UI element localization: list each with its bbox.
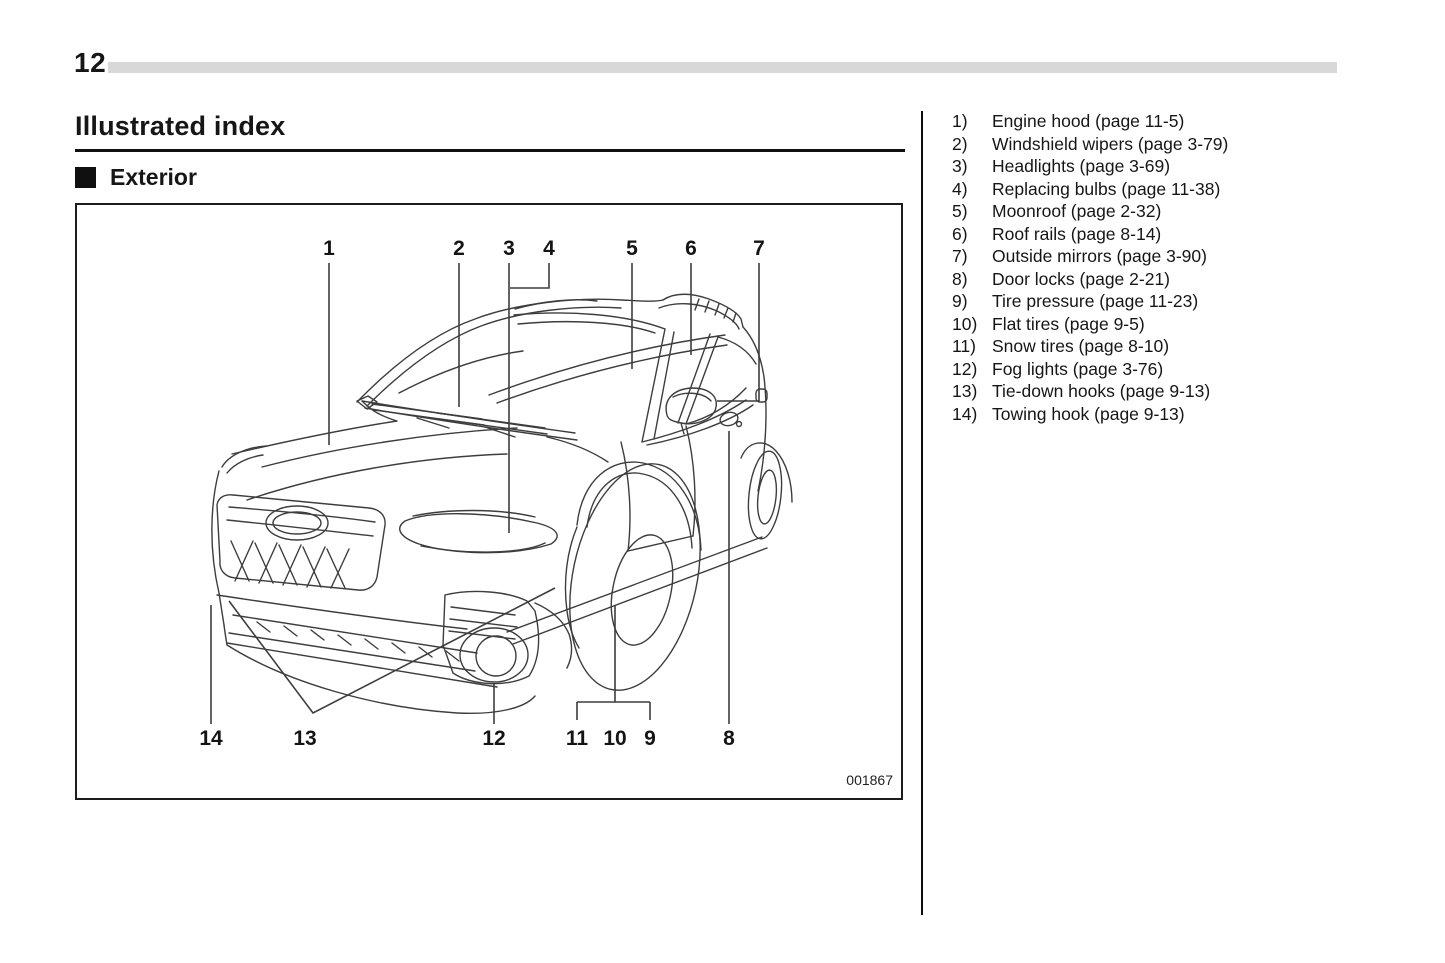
index-item: 5) Moonroof (page 2-32): [952, 200, 1432, 223]
index-item: 10) Flat tires (page 9-5): [952, 313, 1432, 336]
index-item-text: Replacing bulbs (page 11-38): [992, 178, 1221, 199]
index-item-text: Headlights (page 3-69): [992, 156, 1171, 176]
index-item-text: Moonroof (page 2-32): [992, 201, 1162, 221]
index-item-number: 3): [952, 156, 968, 176]
index-item: 4) Replacing bulbs (page 11-38): [952, 178, 1432, 201]
index-item-number: 7): [952, 246, 968, 266]
callout-6: 6: [685, 237, 697, 260]
index-item-number: 10): [952, 313, 978, 334]
callout-7: 7: [753, 237, 765, 260]
callout-1: 1: [323, 237, 335, 260]
index-item-text: Outside mirrors (page 3-90): [992, 246, 1207, 266]
index-item-text: Towing hook (page 9-13): [992, 403, 1185, 424]
callout-leader-lines: [210, 263, 760, 724]
index-item-text: Fog lights (page 3-76): [992, 358, 1164, 379]
index-item: 7) Outside mirrors (page 3-90): [952, 245, 1432, 268]
index-item: 14) Towing hook (page 9-13): [952, 403, 1432, 426]
index-item: 12) Fog lights (page 3-76): [952, 358, 1432, 381]
index-item-number: 14): [952, 403, 978, 424]
index-list: 1) Engine hood (page 11-5) 2) Windshield wi…: [952, 110, 1432, 425]
callout-2: 2: [453, 237, 465, 260]
index-item-number: 9): [952, 291, 968, 311]
callout-9: 9: [644, 727, 656, 750]
callout-11: 11: [566, 727, 589, 750]
section-header: Exterior: [75, 164, 197, 191]
index-item: 9) Tire pressure (page 11-23): [952, 290, 1432, 313]
index-item-number: 13): [952, 381, 978, 401]
index-item-number: 6): [952, 223, 968, 244]
index-item: 13) Tie-down hooks (page 9-13): [952, 380, 1432, 403]
index-item-text: Flat tires (page 9-5): [992, 313, 1145, 334]
figure-code: 001867: [846, 772, 893, 788]
section-title: Exterior: [110, 164, 197, 190]
index-item-number: 8): [952, 268, 968, 289]
callout-4: 4: [543, 237, 555, 260]
page-title: Illustrated index: [75, 111, 905, 152]
index-item-number: 1): [952, 111, 968, 131]
header-rule: [108, 62, 1337, 73]
callout-8: 8: [723, 727, 735, 750]
index-item-number: 4): [952, 178, 968, 199]
callout-14: 14: [199, 727, 223, 750]
page-number: 12: [74, 47, 107, 78]
index-item: 11) Snow tires (page 8-10): [952, 335, 1432, 358]
callout-13: 13: [293, 727, 316, 750]
index-item-text: Tie-down hooks (page 9-13): [992, 381, 1211, 401]
index-item-text: Snow tires (page 8-10): [992, 336, 1170, 356]
index-item: 1) Engine hood (page 11-5): [952, 110, 1432, 133]
index-item-text: Engine hood (page 11-5): [992, 111, 1185, 131]
callout-12: 12: [482, 727, 505, 750]
index-item-text: Tire pressure (page 11-23): [992, 291, 1199, 311]
index-item: 8) Door locks (page 2-21): [952, 268, 1432, 291]
index-item: 2) Windshield wipers (page 3-79): [952, 133, 1432, 156]
index-item: 6) Roof rails (page 8-14): [952, 223, 1432, 246]
index-item-text: Door locks (page 2-21): [992, 268, 1170, 289]
index-item-number: 12): [952, 358, 978, 379]
index-item: 3) Headlights (page 3-69): [952, 155, 1432, 178]
index-item-number: 11): [952, 336, 976, 356]
callout-10: 10: [603, 727, 626, 750]
callout-5: 5: [626, 237, 638, 260]
index-item-text: Roof rails (page 8-14): [992, 223, 1162, 244]
index-item-number: 2): [952, 133, 968, 154]
car-body-art: [211, 293, 793, 715]
section-bullet-icon: [75, 167, 96, 188]
column-divider: [921, 111, 923, 915]
callout-3: 3: [503, 237, 515, 260]
index-item-number: 5): [952, 201, 968, 221]
index-item-text: Windshield wipers (page 3-79): [992, 133, 1229, 154]
